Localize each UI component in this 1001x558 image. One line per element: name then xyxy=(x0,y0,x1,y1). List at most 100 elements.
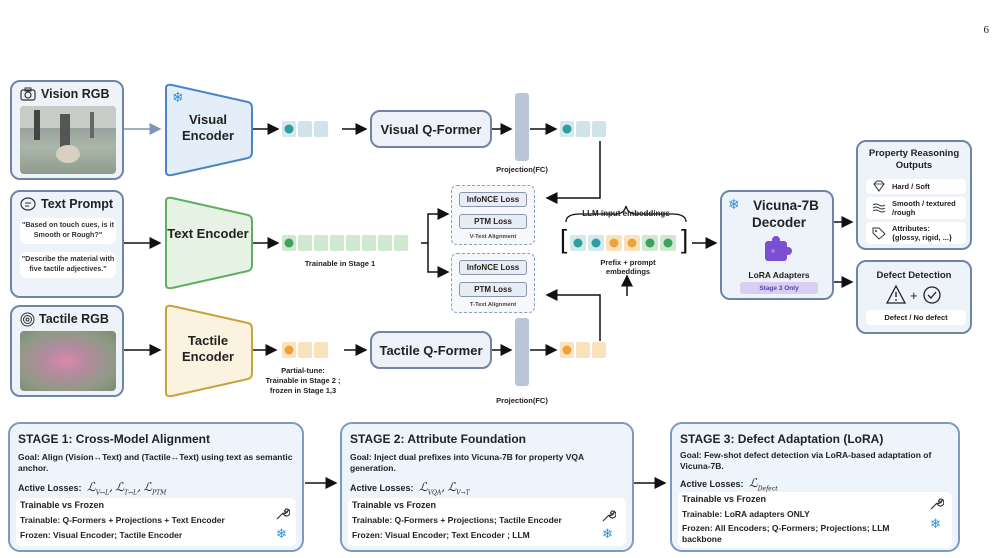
stage2-title: STAGE 2: Attribute Foundation xyxy=(350,432,526,446)
prompt-bubble-1: "Based on touch cues, is it Smooth or Ro… xyxy=(20,218,116,244)
stage2-tvf: Trainable vs Frozen xyxy=(352,500,437,510)
llm-visual-token xyxy=(588,235,604,251)
t-infonce-loss: InfoNCE Loss xyxy=(459,260,527,275)
llm-input-brace xyxy=(565,205,687,223)
prompt-bubble-2: "Describe the material with five tactile… xyxy=(20,252,116,278)
smooth-rough-row: Smooth / textured/rough xyxy=(866,197,966,219)
stage1-losses-label: Active Losses: xyxy=(18,483,82,493)
smooth-line2: /rough xyxy=(892,208,916,217)
stage1-trainable-box: Trainable vs Frozen Trainable: Q-Formers… xyxy=(16,498,296,546)
visual-token xyxy=(298,121,312,137)
loss-defect: ℒDefect xyxy=(749,476,778,493)
stage3-losses: Active Losses: ℒDefect xyxy=(680,476,778,493)
camera-icon xyxy=(20,87,36,106)
tactile-proj-token xyxy=(576,342,590,358)
text-token xyxy=(378,235,392,251)
llm-tactile-token xyxy=(606,235,622,251)
stage3-trainable-box: Trainable vs Frozen Trainable: LoRA adap… xyxy=(678,492,952,548)
stage1-goal-label: Goal: xyxy=(18,452,40,462)
v-infonce-loss: InfoNCE Loss xyxy=(459,192,527,207)
smooth-rough-label: Smooth / textured/rough xyxy=(892,199,956,217)
visual-encoder-shape xyxy=(165,83,253,177)
texture-waves-icon xyxy=(872,202,886,216)
prefix-prompt-label: Prefix + prompt embeddings xyxy=(580,258,676,277)
tactile-qformer: Tactile Q-Former xyxy=(370,331,492,369)
svg-text:+: + xyxy=(910,288,918,303)
tactile-token xyxy=(314,342,328,358)
defect-detection-panel: Defect Detection + Defect / No defect xyxy=(856,260,972,334)
stage2-losses: Active Losses: ℒVQA, ℒV→T xyxy=(350,480,470,497)
text-token xyxy=(346,235,360,251)
snowflake-icon: ❄ xyxy=(172,89,184,105)
snowflake-icon: ❄ xyxy=(728,196,740,212)
text-to-vloss-arrow xyxy=(421,208,450,244)
tactile-partial-note: Partial-tune: Trainable in Stage 2 ; fro… xyxy=(260,366,346,396)
stage2-panel: STAGE 2: Attribute Foundation Goal: Inje… xyxy=(340,422,634,552)
stage3-only-badge: Stage 3 Only xyxy=(740,282,818,294)
t-text-alignment-label: T-Text Alignment xyxy=(469,302,517,308)
tactile-proj-token xyxy=(560,342,574,358)
loss-v-t: ℒV→T xyxy=(447,480,470,497)
tactile-encoder-shape xyxy=(165,304,253,398)
stage3-panel: STAGE 3: Defect Adaptation (LoRA) Goal: … xyxy=(670,422,960,552)
stage3-goal-text: Few-shot defect detection via LoRA-based… xyxy=(680,450,932,472)
vision-input-title: Vision RGB xyxy=(41,87,110,101)
text-token xyxy=(282,235,296,251)
tactile-frozen-label: frozen in Stage 1,3 xyxy=(269,386,337,396)
visual-to-loss-arrow xyxy=(545,141,601,204)
stage3-frozen-line1: Frozen: All Encoders; Q-Formers; Project… xyxy=(682,523,890,533)
attributes-line1: Attributes: xyxy=(892,224,930,233)
reasoning-title: Property Reasoning Outputs xyxy=(858,148,970,172)
snowflake-icon: ❄ xyxy=(930,516,941,531)
text-token xyxy=(330,235,344,251)
stage2-goal: Goal: Inject dual prefixes into Vicuna-7… xyxy=(350,452,630,474)
attributes-label: Attributes:{glossy, rigid, ...} xyxy=(892,224,952,242)
tactile-input-title: Tactile RGB xyxy=(39,312,109,326)
visual-proj-token xyxy=(560,121,574,137)
vision-text-loss-group: InfoNCE Loss PTM Loss V-Text Alignment xyxy=(451,185,535,245)
stage1-goal: Goal: Align (Vision↔Text) and (Tactile↔T… xyxy=(18,452,300,474)
puzzle-icon xyxy=(761,235,793,270)
prefix-prompt-line1: Prefix + prompt xyxy=(600,258,656,267)
property-reasoning-panel: Property Reasoning Outputs Hard / Soft S… xyxy=(856,140,972,250)
text-token xyxy=(298,235,312,251)
stage2-trainable-box: Trainable vs Frozen Trainable: Q-Formers… xyxy=(348,498,626,546)
stage1-losses: Active Losses: ℒV↔L, ℒT↔L, ℒPTM xyxy=(18,480,166,497)
tactile-token xyxy=(298,342,312,358)
prefix-prompt-line2: embeddings xyxy=(605,267,651,277)
tactile-encoder-label: Tactile Encoder xyxy=(181,333,234,364)
stage3-goal: Goal: Few-shot defect detection via LoRA… xyxy=(680,450,956,472)
loss-ptm: ℒPTM xyxy=(143,480,167,497)
decoder-title-line2: Decoder xyxy=(751,215,807,230)
loss-t-l: ℒT↔L, xyxy=(115,480,141,497)
decoder-title-line1: Vicuna-7B xyxy=(753,198,819,213)
defect-title: Defect Detection xyxy=(876,270,952,281)
tactile-token xyxy=(282,342,296,358)
chat-icon xyxy=(20,197,36,217)
stage2-losses-label: Active Losses: xyxy=(350,483,414,493)
snowflake-icon: ❄ xyxy=(276,526,287,541)
wrench-icon xyxy=(928,496,945,517)
stage2-trainable: Trainable: Q-Formers + Projections; Tact… xyxy=(352,515,562,525)
v-ptm-loss: PTM Loss xyxy=(459,214,527,229)
reasoning-title-line1: Property Reasoning xyxy=(868,148,960,159)
tactile-projection-label: Projection(FC) xyxy=(496,396,548,405)
stage3-goal-label: Goal: xyxy=(680,450,702,460)
tactile-image xyxy=(20,331,116,391)
page-number: 6 xyxy=(983,24,990,36)
fingerprint-icon xyxy=(20,312,35,332)
wrench-icon xyxy=(600,508,617,529)
stage3-trainable: Trainable: LoRA adapters ONLY xyxy=(682,509,810,519)
stage1-trainable: Trainable: Q-Formers + Projections + Tex… xyxy=(20,515,225,525)
tactile-projection-bar xyxy=(515,318,529,386)
attributes-line2: {glossy, rigid, ...} xyxy=(892,233,952,242)
defect-result-row: Defect / No defect xyxy=(866,310,966,325)
hard-soft-row: Hard / Soft xyxy=(866,179,966,194)
vision-image xyxy=(20,106,116,174)
visual-projection-bar xyxy=(515,93,529,161)
diamond-icon xyxy=(872,180,886,194)
loss-vqa: ℒVQA, xyxy=(419,480,446,497)
lora-adapters-label: LoRA Adapters xyxy=(748,270,810,280)
stage1-title: STAGE 1: Cross-Model Alignment xyxy=(18,432,211,446)
